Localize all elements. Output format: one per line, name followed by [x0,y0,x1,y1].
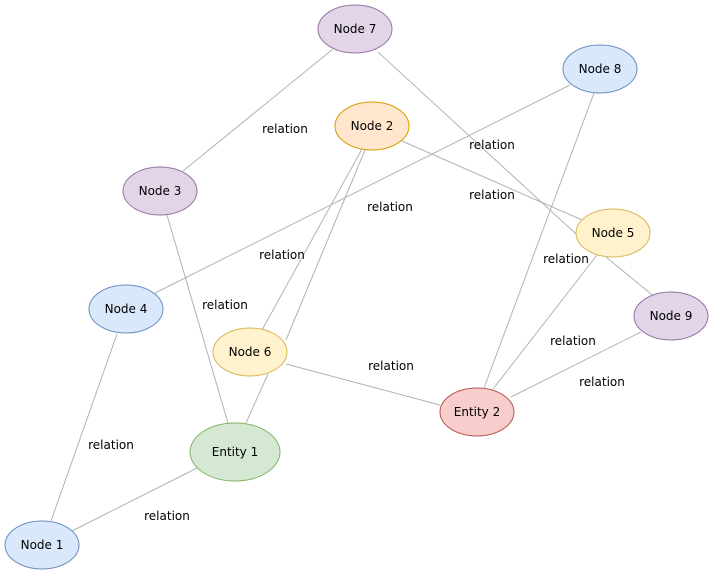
node-shape-n8[interactable] [562,44,638,94]
node-shape-e1[interactable] [189,422,281,482]
edge-n2-n5 [401,140,583,221]
node-label-n9: Node 9 [650,309,693,323]
edge-label-n6-e2: relation [368,359,414,373]
node-e2[interactable]: Entity 2 [439,387,515,437]
edge-label-n2-n5: relation [469,188,515,202]
edge-n8-e2 [483,92,595,389]
edge-label-n7-n3: relation [262,122,308,136]
node-label-n6: Node 6 [229,345,272,359]
edge-n9-e2 [510,331,642,398]
edge-label-n5-e2: relation [550,334,596,348]
edge-n8-n4 [154,84,571,294]
edge-label-e1-n1: relation [144,509,190,523]
node-label-n7: Node 7 [334,22,377,36]
edge-n5-e2 [492,254,598,390]
edge-n2-n6 [261,148,363,331]
node-shape-n7[interactable] [317,4,393,54]
edge-n5-n9 [605,256,657,299]
node-n3[interactable]: Node 3 [122,166,198,216]
node-shape-n9[interactable] [633,291,709,341]
node-shape-n2[interactable] [334,101,410,151]
edge-n7-n5 [377,51,589,246]
edge-label-n2-n6: relation [259,248,305,262]
edge-label-n9-e2: relation [579,375,625,389]
node-shape-n6[interactable] [212,327,288,377]
edge-label-n8-n4: relation [367,200,413,214]
edge-label-n7-n5: relation [469,138,515,152]
node-n8[interactable]: Node 8 [562,44,638,94]
node-n7[interactable]: Node 7 [317,4,393,54]
edge-label-n3-e1: relation [202,298,248,312]
nodes-layer: Node 7 Node 8 Node 2 Node 3 Node 5 Node 4 Node… [4,4,709,570]
edge-e1-n1 [69,467,198,533]
node-shape-n3[interactable] [122,166,198,216]
node-n2[interactable]: Node 2 [334,101,410,151]
edge-n3-e1 [166,214,229,424]
node-label-n4: Node 4 [105,302,148,316]
node-n4[interactable]: Node 4 [88,284,164,334]
edge-label-n8-e2: relation [543,252,589,266]
node-n5[interactable]: Node 5 [575,208,651,258]
node-label-n3: Node 3 [139,184,182,198]
edge-labels-layer: relation relation relation relation relation… [88,122,625,523]
node-label-n2: Node 2 [351,119,394,133]
node-shape-n5[interactable] [575,208,651,258]
node-n1[interactable]: Node 1 [4,520,80,570]
edge-n4-n1 [50,333,118,522]
node-e1[interactable]: Entity 1 [189,422,281,482]
node-label-e2: Entity 2 [454,405,500,419]
edges-layer [50,48,657,533]
node-shape-n1[interactable] [4,520,80,570]
edge-n2-e1 [285,149,366,341]
edge-n7-n3 [182,48,334,172]
edge-n6-e2 [285,363,441,406]
node-n9[interactable]: Node 9 [633,291,709,341]
node-shape-n4[interactable] [88,284,164,334]
node-label-n1: Node 1 [21,538,64,552]
edge-n6-e1 [245,373,269,424]
node-label-n5: Node 5 [592,226,635,240]
node-label-n8: Node 8 [579,62,622,76]
edge-label-n4-n1: relation [88,438,134,452]
node-shape-e2[interactable] [439,387,515,437]
node-n6[interactable]: Node 6 [212,327,288,377]
node-label-e1: Entity 1 [212,445,258,459]
